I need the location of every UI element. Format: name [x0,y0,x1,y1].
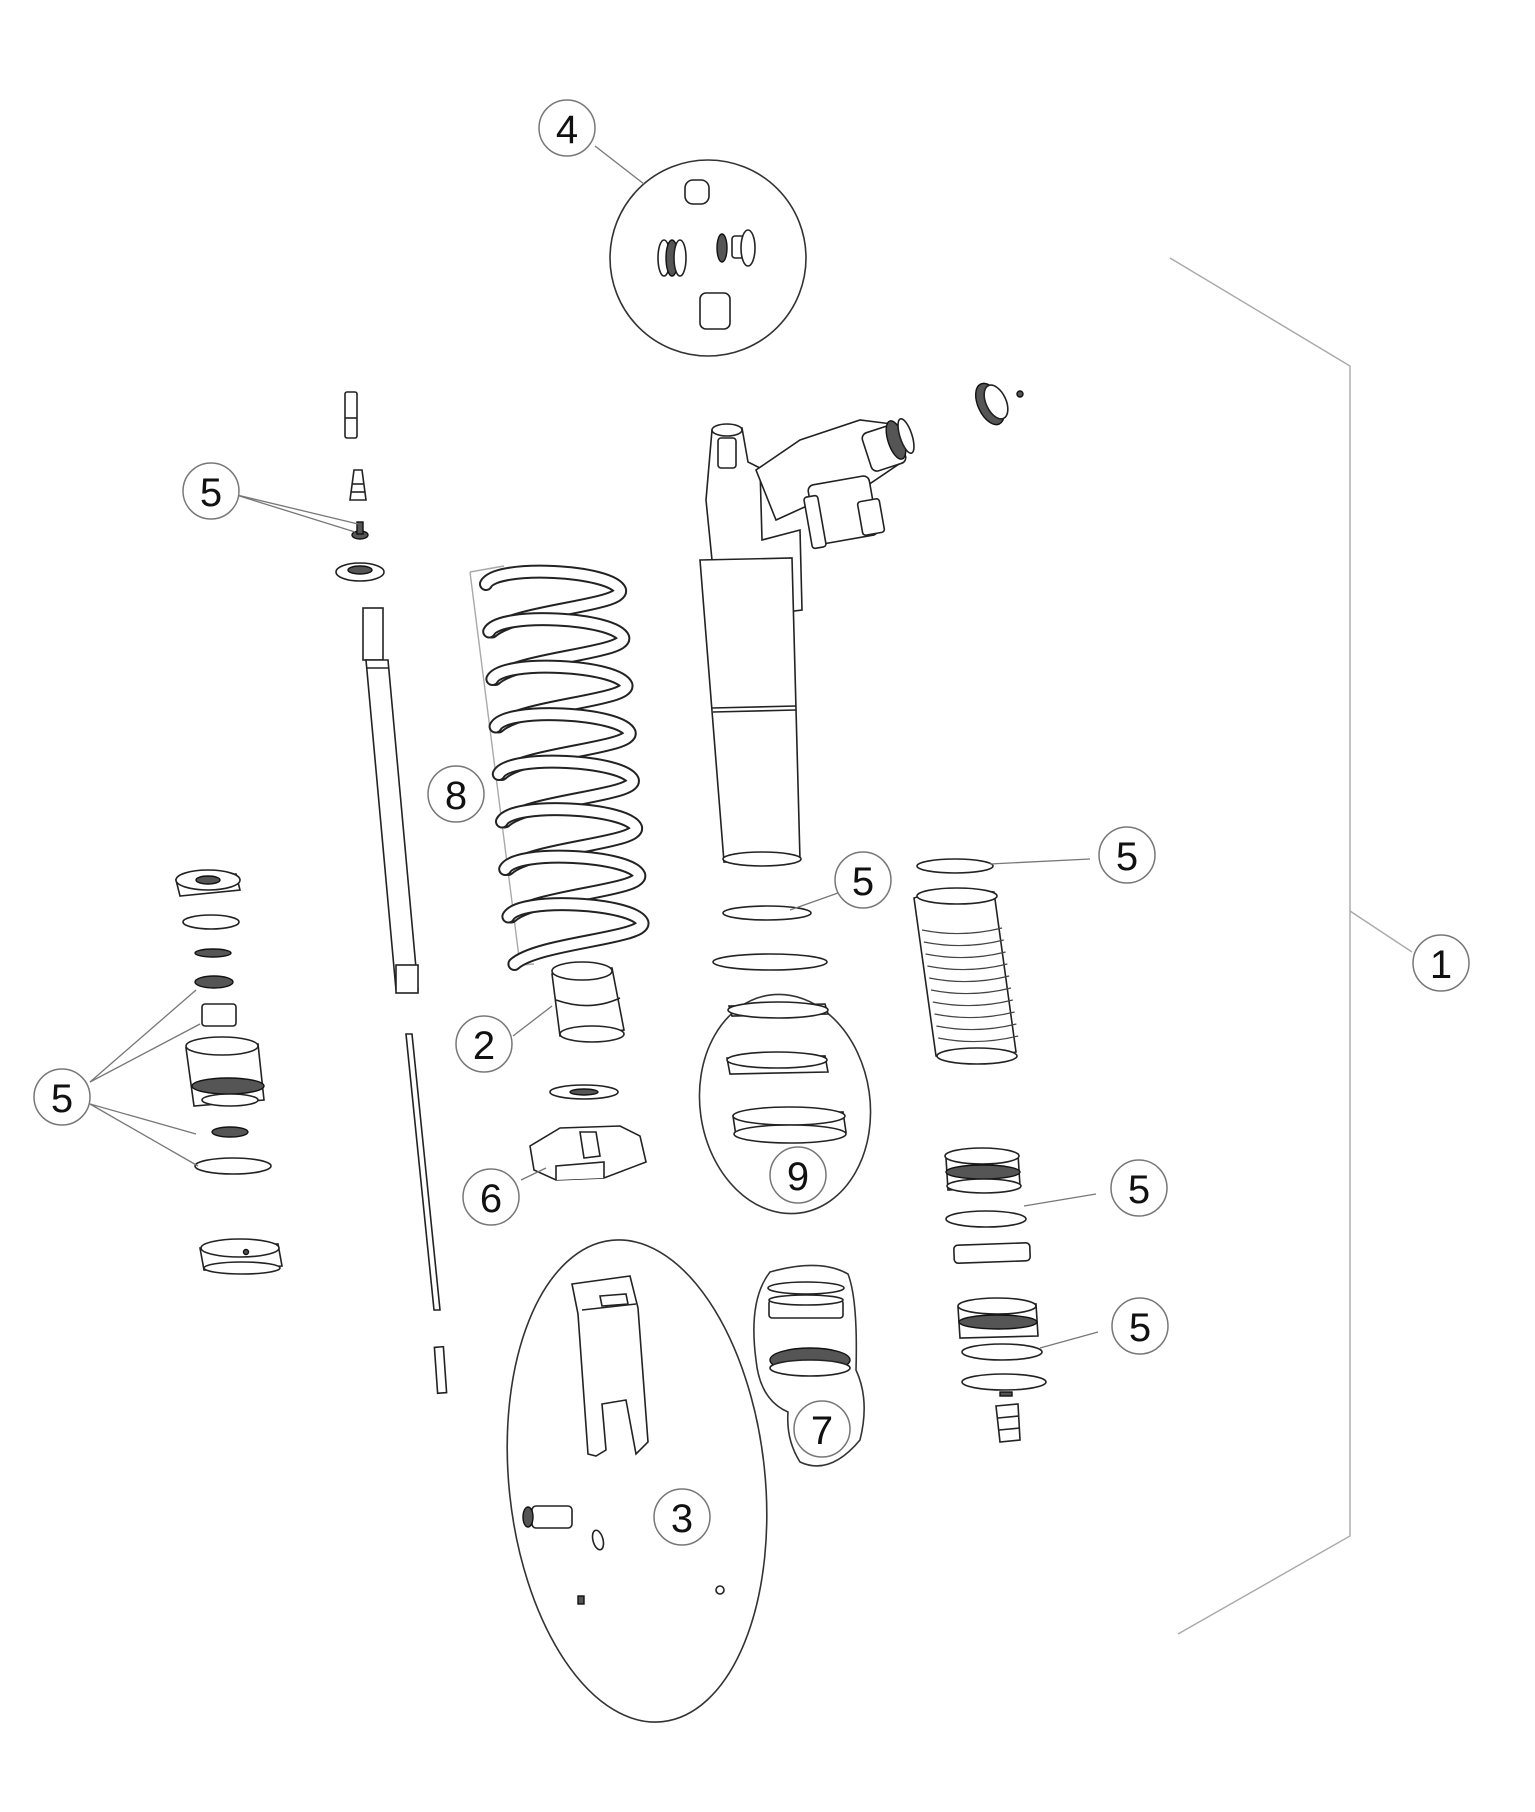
callout-5-left-label: 5 [51,1077,73,1121]
callout-5-mid-right: 5 [1110,1159,1168,1217]
callout-9-label: 9 [787,1155,809,1199]
seal-kit-group-4 [609,159,807,357]
callout-8: 8 [427,765,485,823]
callout-7-label: 7 [811,1409,833,1453]
callout-9: 9 [769,1146,827,1204]
reservoir-rib [929,975,1010,983]
reservoir-rib [921,927,1003,935]
reservoir-rib [923,939,1004,947]
reservoir-rib [925,951,1006,959]
callout-5-lower-right-label: 5 [1129,1306,1151,1350]
coil-spring-group-8 [469,564,650,971]
callout-5-lower-right: 5 [1111,1297,1169,1355]
callout-5-top-right: 5 [1098,826,1156,884]
callout-2-label: 2 [473,1024,495,1068]
callout-5-top-right-label: 5 [1116,835,1138,879]
bump-stop-2 [549,961,625,1100]
spring-coil-turn [503,899,648,969]
reservoir-rib [927,963,1008,971]
reservoir-column [913,858,1047,1443]
spring-seat-6 [529,1125,647,1181]
callout-7: 7 [793,1400,851,1458]
callout-8-label: 8 [445,774,467,818]
callout-6-label: 6 [480,1177,502,1221]
callout-3: 3 [653,1488,711,1546]
callout-3-label: 3 [671,1497,693,1541]
shock-body [699,417,915,867]
reservoir-rib [938,1035,1019,1043]
callout-5-body-label: 5 [852,860,874,904]
callout-4: 4 [538,99,596,157]
reservoir-rib [934,1011,1015,1019]
piston-group-9 [698,905,872,1215]
callout-1-label: 1 [1430,943,1452,987]
callout-5-mid-right-label: 5 [1128,1168,1150,1212]
assembly-bracket [1169,257,1413,1635]
callout-1: 1 [1412,934,1470,992]
leader-lines [89,493,1099,1349]
shaft-assembly [335,391,448,1395]
callout-6: 6 [462,1168,520,1226]
reservoir-rib [932,999,1013,1007]
seal-group-7 [753,1264,865,1467]
reservoir-rib [930,987,1012,995]
callout-4-label: 4 [556,108,578,152]
callout-5-shaft: 5 [182,462,240,520]
reservoir-rib [936,1023,1017,1031]
callout-5-shaft-label: 5 [200,471,222,515]
callout-2: 2 [455,1015,513,1073]
callout-5-left: 5 [33,1068,91,1126]
seal-head-column [174,869,283,1275]
reservoir-cap [974,382,1024,426]
callout-5-body: 5 [834,851,892,909]
clevis-group-3 [506,1239,768,1723]
